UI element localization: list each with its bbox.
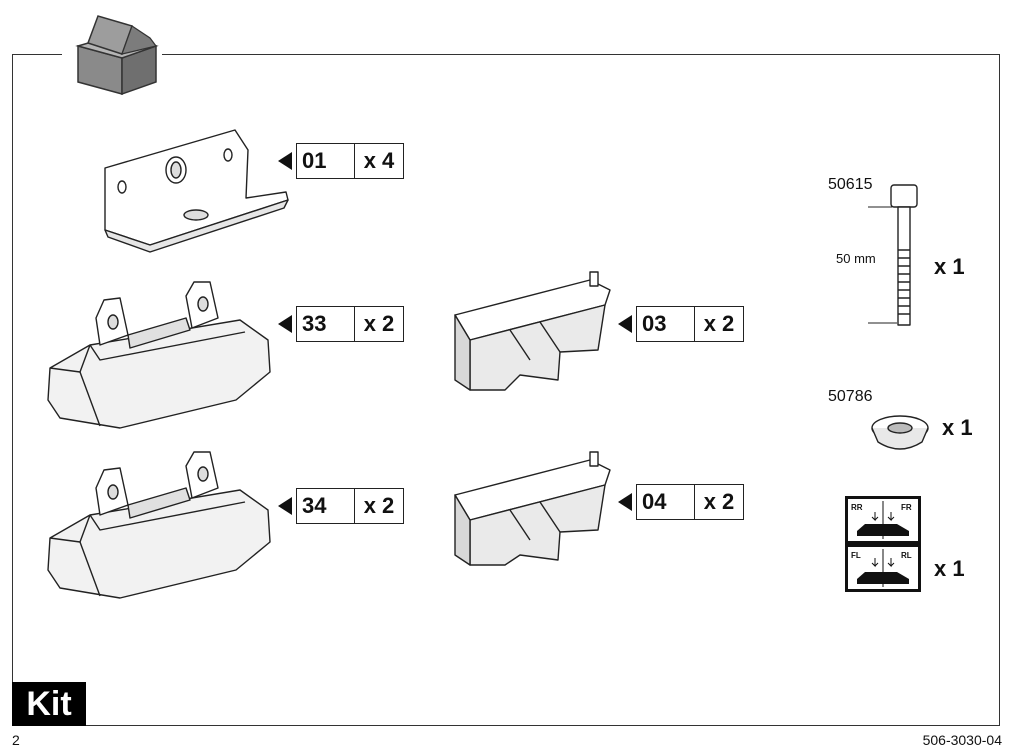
- part-qty: x 2: [703, 489, 735, 514]
- part-code: 34: [297, 489, 355, 523]
- part-label-03: 03 x 2: [636, 306, 744, 342]
- part-qty: x 4: [363, 148, 395, 173]
- part-label-34: 34 x 2: [296, 488, 404, 524]
- sticker-label-rr: RR: [851, 503, 863, 512]
- bolt-50615: [868, 184, 918, 326]
- part-code: 04: [637, 485, 695, 519]
- part-code: 03: [637, 307, 695, 341]
- part-34-foot: [47, 451, 271, 599]
- kit-frame: [12, 54, 1000, 726]
- part-03-insert: [454, 271, 611, 391]
- part-01-bracket: [104, 129, 289, 253]
- position-sticker-icon: RR FR FL RL: [845, 496, 921, 592]
- sticker-label-fl: FL: [851, 551, 861, 560]
- part-04-insert: [454, 451, 611, 566]
- washer-50786: [871, 415, 929, 450]
- part-qty: x 2: [363, 493, 395, 518]
- part-code: 01: [297, 144, 355, 178]
- kit-label: Kit: [12, 682, 86, 726]
- box-icon: [75, 15, 159, 96]
- bolt-part-number: 50615: [828, 176, 873, 193]
- part-qty: x 2: [363, 311, 395, 336]
- pointer-arrow-34: [278, 497, 292, 515]
- sticker-label-fr: FR: [901, 503, 912, 512]
- page-number: 2: [12, 732, 20, 748]
- sticker-qty: x 1: [934, 556, 965, 581]
- bolt-length: 50 mm: [836, 251, 876, 266]
- pointer-arrow-33: [278, 315, 292, 333]
- part-qty: x 2: [703, 311, 735, 336]
- part-label-04: 04 x 2: [636, 484, 744, 520]
- washer-part-number: 50786: [828, 388, 873, 405]
- part-label-01: 01 x 4: [296, 143, 404, 179]
- pointer-arrow-01: [278, 152, 292, 170]
- washer-qty: x 1: [942, 415, 973, 440]
- pointer-arrow-03: [618, 315, 632, 333]
- part-label-33: 33 x 2: [296, 306, 404, 342]
- part-code: 33: [297, 307, 355, 341]
- sticker-label-rl: RL: [901, 551, 912, 560]
- document-number: 506-3030-04: [922, 732, 1002, 748]
- part-33-foot: [47, 281, 271, 429]
- pointer-arrow-04: [618, 493, 632, 511]
- bolt-qty: x 1: [934, 254, 965, 279]
